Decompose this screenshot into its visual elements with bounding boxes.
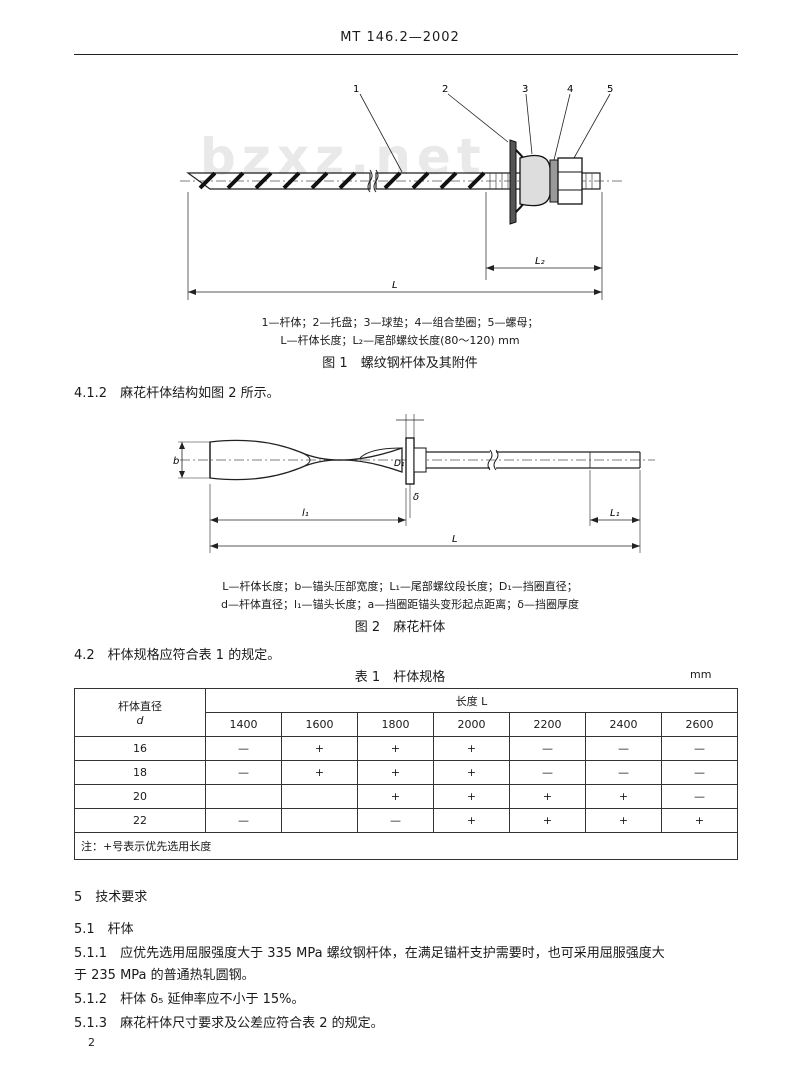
table-row: 20 + + + + — [74, 784, 738, 809]
spec-cell: — [357, 808, 434, 833]
spec-cell: + [433, 736, 510, 761]
length-header: 1400 [205, 712, 282, 737]
figure-1-caption: 图 1 螺纹钢杆体及其附件 [322, 356, 478, 371]
dim-b: b [173, 456, 179, 467]
row-header-symbol: d [136, 714, 144, 727]
table-note: 注：+号表示优先选用长度 [74, 832, 738, 860]
callout-2: 2 [442, 84, 448, 95]
watermark: bzxz.net [200, 128, 487, 186]
spec-cell: + [357, 736, 434, 761]
diameter-cell: 18 [74, 760, 206, 785]
table-row: 18 — + + + — — — [74, 760, 738, 785]
spec-cell: + [433, 760, 510, 785]
section-5-1-1-line2: 于 235 MPa 的普通热轧圆钢。 [74, 968, 255, 983]
spec-cell: + [281, 736, 358, 761]
spec-cell: + [509, 784, 586, 809]
spec-cell: — [205, 736, 282, 761]
dim-L2: L₂ [535, 256, 545, 267]
diameter-cell: 22 [74, 808, 206, 833]
callout-5: 5 [607, 84, 613, 95]
dim-L-2: L [452, 534, 458, 545]
callout-3: 3 [522, 84, 528, 95]
figure-1-legend-1: 1—杆体；2—托盘；3—球垫；4—组合垫圈；5—螺母； [261, 316, 539, 329]
spec-cell: — [585, 736, 662, 761]
callout-4: 4 [567, 84, 573, 95]
dim-L: L [392, 280, 398, 291]
diameter-cell: 16 [74, 736, 206, 761]
length-header: 2000 [433, 712, 510, 737]
figure-1-drawing: 1 2 3 4 5 L₂ L [180, 84, 625, 300]
page-header: MT 146.2—2002 [340, 30, 460, 45]
spec-cell: + [357, 784, 434, 809]
dim-delta: δ [413, 492, 419, 503]
spec-cell: — [205, 808, 282, 833]
spec-cell: + [357, 760, 434, 785]
section-5-heading: 5 技术要求 [74, 890, 148, 905]
table-row: 16 — + + + — — — [74, 736, 738, 761]
spec-cell: + [433, 808, 510, 833]
spec-cell: + [509, 808, 586, 833]
table-1: 杆体直径 d 长度 L 1400 1600 1800 2000 2200 240… [74, 688, 738, 860]
figure-2-legend-2: d—杆体直径；l₁—锚头长度；a—挡圈距锚头变形起点距离；δ—挡圈厚度 [221, 598, 579, 611]
figure-1-legend-2: L—杆体长度；L₂—尾部螺纹长度(80～120) mm [280, 334, 520, 347]
length-header: 1600 [281, 712, 358, 737]
header-rule [74, 54, 738, 55]
table-header-row: 杆体直径 d 长度 L [74, 688, 738, 737]
section-4-1-2: 4.1.2 麻花杆体结构如图 2 所示。 [74, 386, 280, 401]
spec-cell: + [585, 808, 662, 833]
spec-cell: + [433, 784, 510, 809]
figure-2-caption: 图 2 麻花杆体 [354, 620, 446, 635]
length-group-header: 长度 L [205, 688, 738, 713]
spec-cell: — [509, 736, 586, 761]
spec-cell: — [509, 760, 586, 785]
spec-cell: — [205, 760, 282, 785]
row-header-label: 杆体直径 [118, 700, 162, 713]
section-4-2: 4.2 杆体规格应符合表 1 的规定。 [74, 648, 281, 663]
spec-cell: + [661, 808, 738, 833]
section-5-1-1-line1: 5.1.1 应优先选用屈服强度大于 335 MPa 螺纹钢杆体，在满足锚杆支护需… [74, 946, 665, 961]
spec-cell: — [661, 760, 738, 785]
table-row: 22 — — + + + + [74, 808, 738, 833]
dim-l1: l₁ [302, 508, 309, 519]
section-5-1-heading: 5.1 杆体 [74, 922, 134, 937]
figure-2-legend-1: L—杆体长度；b—锚头压部宽度；L₁—尾部螺纹段长度；D₁—挡圈直径； [222, 580, 578, 593]
dim-D1: D₁ [394, 459, 405, 469]
diameter-cell: 20 [74, 784, 206, 809]
section-5-1-2: 5.1.2 杆体 δ₅ 延伸率应不小于 15%。 [74, 992, 305, 1007]
spec-cell [281, 784, 358, 809]
length-header: 2600 [661, 712, 738, 737]
figure-2-drawing: b D₁ δ l₁ L₁ L [173, 414, 655, 553]
length-header: 2400 [585, 712, 662, 737]
length-header: 2200 [509, 712, 586, 737]
callout-1: 1 [353, 84, 359, 95]
spec-cell: — [585, 760, 662, 785]
dim-L1: L₁ [610, 508, 620, 519]
spec-cell: — [661, 784, 738, 809]
page-number: 2 [88, 1036, 95, 1049]
spec-cell: — [661, 736, 738, 761]
length-header: 1800 [357, 712, 434, 737]
table-1-unit: mm [690, 668, 712, 681]
table-note-row: 注：+号表示优先选用长度 [74, 832, 738, 860]
spec-cell [281, 808, 358, 833]
spec-cell [205, 784, 282, 809]
table-1-title: 表 1 杆体规格 [354, 670, 446, 685]
row-header-cell: 杆体直径 d [74, 688, 206, 737]
spec-cell: + [281, 760, 358, 785]
spec-cell: + [585, 784, 662, 809]
section-5-1-3: 5.1.3 麻花杆体尺寸要求及公差应符合表 2 的规定。 [74, 1016, 384, 1031]
